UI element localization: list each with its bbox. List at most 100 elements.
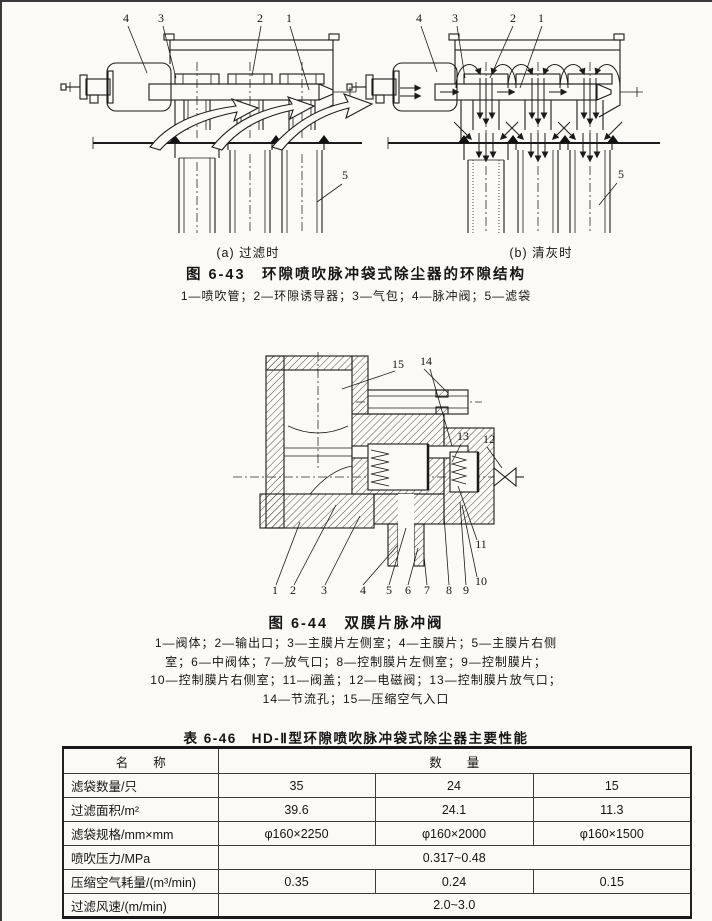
part-label: 9 [463, 583, 469, 597]
performance-table: 名 称 数 量 滤袋数量/只 35 24 15 过滤面积/m² 39.6 24.… [62, 746, 693, 919]
main-spring [370, 449, 390, 487]
row-label: 滤袋规格/mm×mm [62, 821, 219, 846]
blow-pipe [148, 83, 334, 101]
part-label: 8 [446, 583, 452, 597]
table-row: 滤袋数量/只 35 24 15 [62, 773, 692, 798]
part-label: 4 [416, 11, 422, 25]
bag-clamp [507, 135, 519, 143]
scan-edge-artifact-left [0, 0, 2, 921]
bag-clamp [169, 135, 181, 143]
bag-clamp [318, 135, 330, 143]
part-label: 2 [290, 583, 296, 597]
fig44-legend-line: 1—阀体；2—输出口；3—主膜片左侧室；4—主膜片；5—主膜片右侧 [154, 636, 558, 650]
fig44-legend-line: 室；6—中阀体；7—放气口；8—控制膜片左侧室；9—控制膜片； [165, 654, 547, 669]
orifice-housing [367, 389, 469, 415]
part-label: 5 [342, 168, 348, 182]
cell-value: φ160×2000 [374, 821, 534, 846]
part-label: 3 [158, 11, 164, 25]
plenum-top-plate [169, 39, 334, 51]
cell-value: φ160×1500 [532, 821, 692, 846]
part-label: 5 [386, 583, 392, 597]
cell-value: 0.35 [217, 869, 376, 894]
part-label: 3 [321, 583, 327, 597]
valve-cross-section: 15 14 13 12 11 10 1 2 3 4 5 6 7 8 9 [233, 352, 524, 597]
fig43a-diagram: 4 3 2 1 [60, 11, 374, 233]
pulse-valve [346, 70, 400, 104]
row-label: 过滤风速/(m/min) [62, 893, 219, 918]
cell-value-span: 0.317~0.48 [217, 845, 692, 870]
fig44-legend: 1—阀体；2—输出口；3—主膜片左侧室；4—主膜片；5—主膜片右侧 室；6—中阀… [0, 634, 712, 708]
part-label: 1 [538, 11, 544, 25]
fig44-legend-line: 14—节流孔；15—压缩空气入口 [262, 691, 450, 706]
pulse-flow-arrows [440, 64, 623, 163]
filter-bags [463, 143, 613, 233]
part-label: 4 [123, 11, 129, 25]
part-label: 2 [257, 11, 263, 25]
part-label: 14 [420, 354, 432, 368]
air-tank [392, 62, 458, 112]
orifice-plate [435, 389, 449, 398]
plenum-top-plate [454, 39, 621, 51]
part-label: 6 [405, 583, 411, 597]
part-label: 11 [475, 537, 487, 551]
bag-clamp [559, 135, 571, 143]
cell-value: 0.15 [532, 869, 692, 894]
cell-value: 0.24 [374, 869, 534, 894]
part-label: 3 [452, 11, 458, 25]
scan-edge-artifact-top [0, 0, 712, 2]
blow-pipe [434, 83, 612, 101]
fig43b-diagram: 4 3 2 1 [346, 11, 660, 233]
row-label: 过滤面积/m² [62, 797, 219, 822]
cell-value: 15 [532, 773, 692, 798]
cell-value: φ160×2250 [217, 821, 376, 846]
row-label: 喷吹压力/MPa [62, 845, 219, 870]
inlet-cavity-curve [287, 425, 349, 434]
table-row: 喷吹压力/MPa 0.317~0.48 [62, 845, 692, 870]
figure-6-44-diagram: 15 14 13 12 11 10 1 2 3 4 5 6 7 8 9 [233, 352, 524, 597]
table-row: 过滤面积/m² 39.6 24.1 11.3 [62, 797, 692, 822]
fig43-title: 图 6-43 环隙喷吹脉冲袋式除尘器的环隙结构 [185, 267, 527, 283]
fig44-legend-line: 10—控制膜片右侧室；11—阀盖；12—电磁阀；13—控制膜片放气口； [150, 673, 562, 687]
part-label: 7 [424, 583, 430, 597]
plenum-right-wall [598, 50, 621, 118]
part-label: 2 [510, 11, 516, 25]
table46-title: 表 6-46 HD-Ⅱ型环隙喷吹脉冲袋式除尘器主要性能 [183, 731, 529, 746]
part-label: 4 [360, 583, 366, 597]
figure-6-43-diagram: 4 3 2 1 [60, 11, 660, 233]
outlet-tube-wall [413, 523, 425, 567]
fig43a-caption: (a) 过滤时 [216, 246, 280, 260]
table-row: 过滤风速/(m/min) 2.0~3.0 [62, 893, 692, 918]
cell-value: 39.6 [217, 797, 376, 822]
table-header-row: 名 称 数 量 [62, 747, 692, 774]
cell-value: 24.1 [374, 797, 534, 822]
cell-value: 24 [374, 773, 534, 798]
bag-clamp [458, 135, 470, 143]
fig44-title: 图 6-44 双膜片脉冲阀 [268, 616, 444, 632]
fig43-legend: 1—喷吹管；2—环隙诱导器；3—气包；4—脉冲阀；5—滤袋 [180, 289, 532, 303]
row-label: 压缩空气耗量/(m³/min) [62, 869, 219, 894]
cell-value: 11.3 [532, 797, 692, 822]
header-quantity: 数 量 [217, 747, 692, 774]
part-label: 10 [475, 574, 487, 588]
air-tank [106, 62, 172, 112]
bag-clamp [607, 135, 619, 143]
outlet-bore [398, 494, 414, 566]
cell-value-span: 2.0~3.0 [217, 893, 692, 918]
part-label: 15 [392, 357, 404, 371]
part-label: 5 [618, 167, 624, 181]
header-name: 名 称 [62, 747, 219, 774]
cell-value: 35 [217, 773, 376, 798]
row-label: 滤袋数量/只 [62, 773, 219, 798]
part-label: 1 [286, 11, 292, 25]
pulse-valve [60, 70, 114, 104]
outlet-passage-curve [309, 465, 353, 495]
part-label: 1 [272, 583, 278, 597]
control-spring [450, 455, 468, 485]
induced-flow-arrows [149, 93, 374, 151]
part-label: 12 [483, 432, 495, 446]
part-label: 13 [457, 429, 469, 443]
solenoid-valve-symbol [493, 466, 524, 488]
table-row: 滤袋规格/mm×mm φ160×2250 φ160×2000 φ160×1500 [62, 821, 692, 846]
table-row: 压缩空气耗量/(m³/min) 0.35 0.24 0.15 [62, 869, 692, 894]
